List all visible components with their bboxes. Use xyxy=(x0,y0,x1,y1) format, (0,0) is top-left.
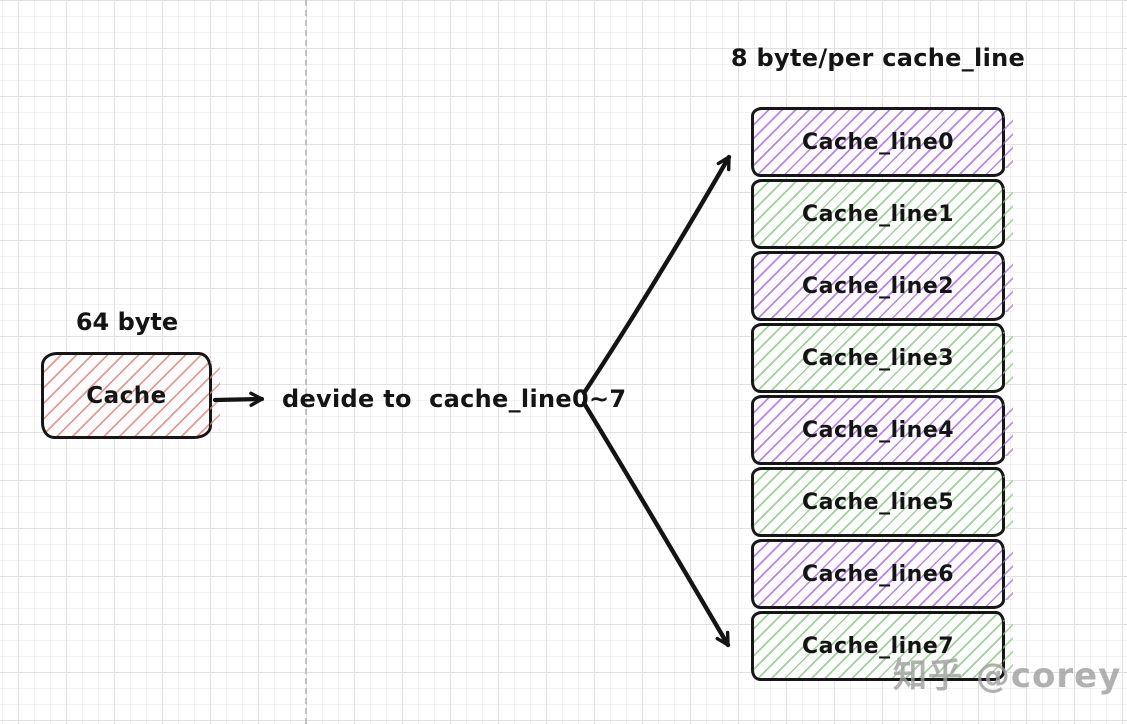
cache-line-row-5: Cache_line5 xyxy=(751,467,1013,537)
arrow-cache-to-divide xyxy=(212,391,265,407)
cache-line-stack: Cache_line0 Cache_line1 Cache_line2 Cach… xyxy=(751,107,1013,683)
cache-line-label: Cache_line5 xyxy=(801,489,955,515)
arrow-to-cache-line0 xyxy=(581,154,732,396)
cache-box: Cache xyxy=(41,352,220,439)
cache-line-label: Cache_line1 xyxy=(801,201,955,227)
cache-line-row-2: Cache_line2 xyxy=(751,251,1013,321)
arrow-to-cache-line7 xyxy=(581,400,731,648)
cache-line-label: Cache_line2 xyxy=(801,273,955,299)
cache-line-row-6: Cache_line6 xyxy=(751,539,1013,609)
cache-line-row-7: Cache_line7 xyxy=(751,611,1013,681)
cache-line-label: Cache_line0 xyxy=(801,129,955,155)
cache-line-label: Cache_line6 xyxy=(801,561,955,587)
divide-label: devide to cache_line0~7 xyxy=(282,385,627,413)
cache-line-label: Cache_line4 xyxy=(801,417,955,443)
cache-line-row-3: Cache_line3 xyxy=(751,323,1013,393)
cache-line-label: Cache_line3 xyxy=(801,345,955,371)
watermark: 知乎 @corey xyxy=(893,656,1122,696)
source-size-label: 64 byte xyxy=(75,308,179,336)
cache-line-row-4: Cache_line4 xyxy=(751,395,1013,465)
cache-line-row-0: Cache_line0 xyxy=(751,107,1013,177)
cache-box-label: Cache xyxy=(86,382,167,409)
cache-line-row-1: Cache_line1 xyxy=(751,179,1013,249)
cache-line-label: Cache_line7 xyxy=(801,633,955,659)
page-divider-dashed-line xyxy=(305,0,307,724)
stack-title: 8 byte/per cache_line xyxy=(730,44,1026,72)
